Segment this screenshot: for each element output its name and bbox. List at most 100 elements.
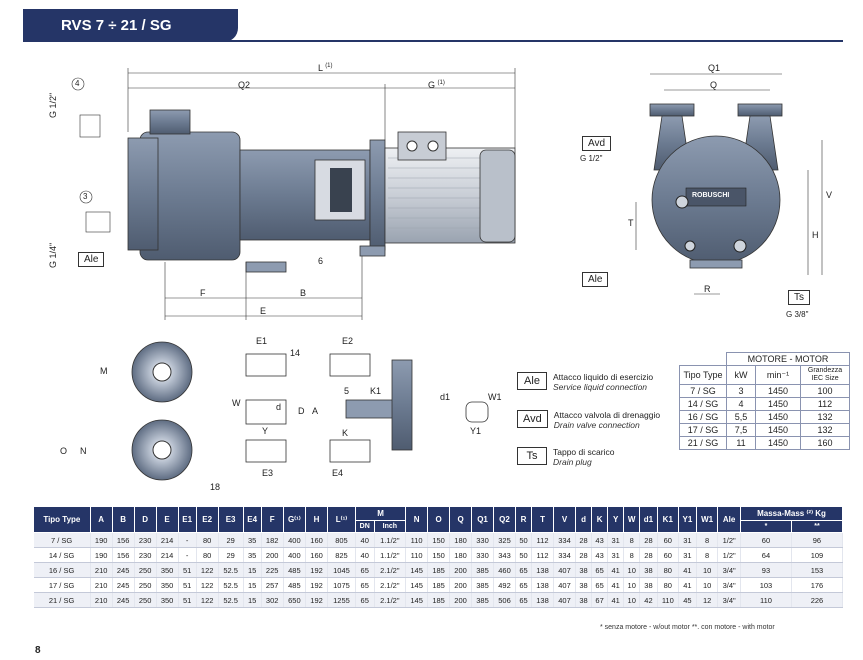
table-cell: 42 (639, 592, 658, 608)
dim-O-label: O (60, 446, 68, 456)
dim-W1-label: W1 (488, 392, 502, 402)
table-cell: 122 (196, 592, 219, 608)
table-cell: 38 (575, 592, 593, 608)
dim-W-label: W (232, 398, 241, 408)
table-cell: 110 (740, 592, 792, 608)
ale-callout-front: Ale (582, 272, 609, 287)
table-cell: 50 (515, 532, 533, 548)
table-cell: 35 (243, 547, 262, 563)
table-cell: 45 (678, 592, 698, 608)
table-cell: 350 (156, 592, 179, 608)
table-cell: 210 (90, 562, 113, 578)
table-cell: 109 (791, 547, 844, 563)
dims-header: Y (607, 506, 625, 533)
table-cell: 190 (90, 547, 113, 563)
table-cell: 2.1/2" (374, 562, 407, 578)
avd-thread-label: G 1/2" (580, 154, 603, 163)
table-cell: 1/2" (717, 547, 742, 563)
table-cell: 492 (493, 577, 516, 593)
table-cell: 110 (405, 547, 429, 563)
table-cell: 10 (623, 562, 641, 578)
dims-subheader-mass: * (740, 520, 792, 533)
dims-header: d1 (639, 506, 658, 533)
dims-header: H (305, 506, 329, 533)
table-cell: 65 (591, 577, 609, 593)
table-cell: 112 (531, 547, 555, 563)
table-cell: 257 (261, 577, 284, 593)
dim-V-label: V (826, 190, 833, 200)
dim-G-label: G (1) (428, 80, 445, 90)
dims-header: Ale (717, 506, 742, 533)
table-cell: 185 (427, 562, 451, 578)
table-cell: 343 (493, 547, 516, 563)
table-cell: 407 (553, 592, 576, 608)
table-cell: 460 (493, 562, 516, 578)
table-cell: 334 (553, 532, 576, 548)
table-cell: 10 (696, 577, 719, 593)
table-cell: 145 (405, 577, 429, 593)
table-cell: 176 (791, 577, 844, 593)
table-cell: 65 (515, 577, 533, 593)
table-cell: 214 (156, 547, 179, 563)
dim-N-label: N (80, 446, 87, 456)
table-cell: 10 (623, 577, 641, 593)
pump-front-view (649, 103, 783, 269)
table-cell: 8 (696, 547, 719, 563)
table-cell: 160 (305, 532, 329, 548)
dims-header: Q1 (471, 506, 495, 533)
table-cell: 825 (327, 547, 356, 563)
dims-subheader-m: Inch (373, 520, 407, 533)
table-cell: 400 (283, 547, 307, 563)
table-cell: 28 (575, 547, 593, 563)
footnote: * senza motore - w/out motor **. con mot… (600, 624, 775, 631)
motor-col-type: Tipo Type (679, 365, 727, 385)
table-cell: 1.1/2" (374, 547, 407, 563)
dim-E1-label: E1 (256, 336, 268, 346)
dim-B-label: B (300, 288, 307, 298)
dim-Y1-label: Y1 (470, 426, 482, 436)
table-cell: 1045 (327, 562, 356, 578)
table-cell: 8 (623, 547, 641, 563)
table-cell: 31 (607, 547, 625, 563)
table-cell: 200 (261, 547, 284, 563)
table-cell: 17 / SG (33, 577, 91, 593)
table-cell: 190 (90, 532, 113, 548)
table-cell: 28 (575, 532, 593, 548)
table-cell: 145 (405, 592, 429, 608)
dim-Q2-label: Q2 (238, 80, 251, 90)
dims-header: Y1 (677, 506, 698, 533)
dims-header: T (531, 506, 555, 533)
table-cell: 145 (405, 562, 429, 578)
dims-header: d (574, 506, 593, 533)
dim-d1-label: d1 (440, 392, 451, 402)
table-cell: 325 (493, 532, 516, 548)
table-cell: 302 (261, 592, 284, 608)
table-cell: 40 (355, 547, 375, 563)
table-cell: 38 (639, 562, 658, 578)
table-cell: 21 / SG (33, 592, 91, 608)
table-cell: 52.5 (218, 577, 244, 593)
table-cell: 160 (305, 547, 329, 563)
g14-label: G 1/4" (48, 242, 58, 268)
dims-header: F (260, 506, 284, 533)
table-cell: 2.1/2" (374, 592, 407, 608)
table-cell: 8 (696, 532, 719, 548)
table-cell: 31 (678, 547, 698, 563)
table-cell: 407 (553, 577, 576, 593)
table-cell: 35 (243, 532, 262, 548)
dims-header: E (155, 506, 179, 533)
table-cell: 385 (471, 592, 495, 608)
table-cell: 80 (657, 562, 679, 578)
table-cell: 7 / SG (33, 532, 91, 548)
dims-header: G⁽¹⁾ (282, 506, 307, 533)
table-cell: 150 (427, 547, 451, 563)
technical-drawing (71, 68, 823, 481)
table-cell: 52.5 (218, 562, 244, 578)
table-cell: 250 (134, 577, 157, 593)
dims-header: Q (449, 506, 473, 533)
table-cell: 80 (657, 577, 679, 593)
